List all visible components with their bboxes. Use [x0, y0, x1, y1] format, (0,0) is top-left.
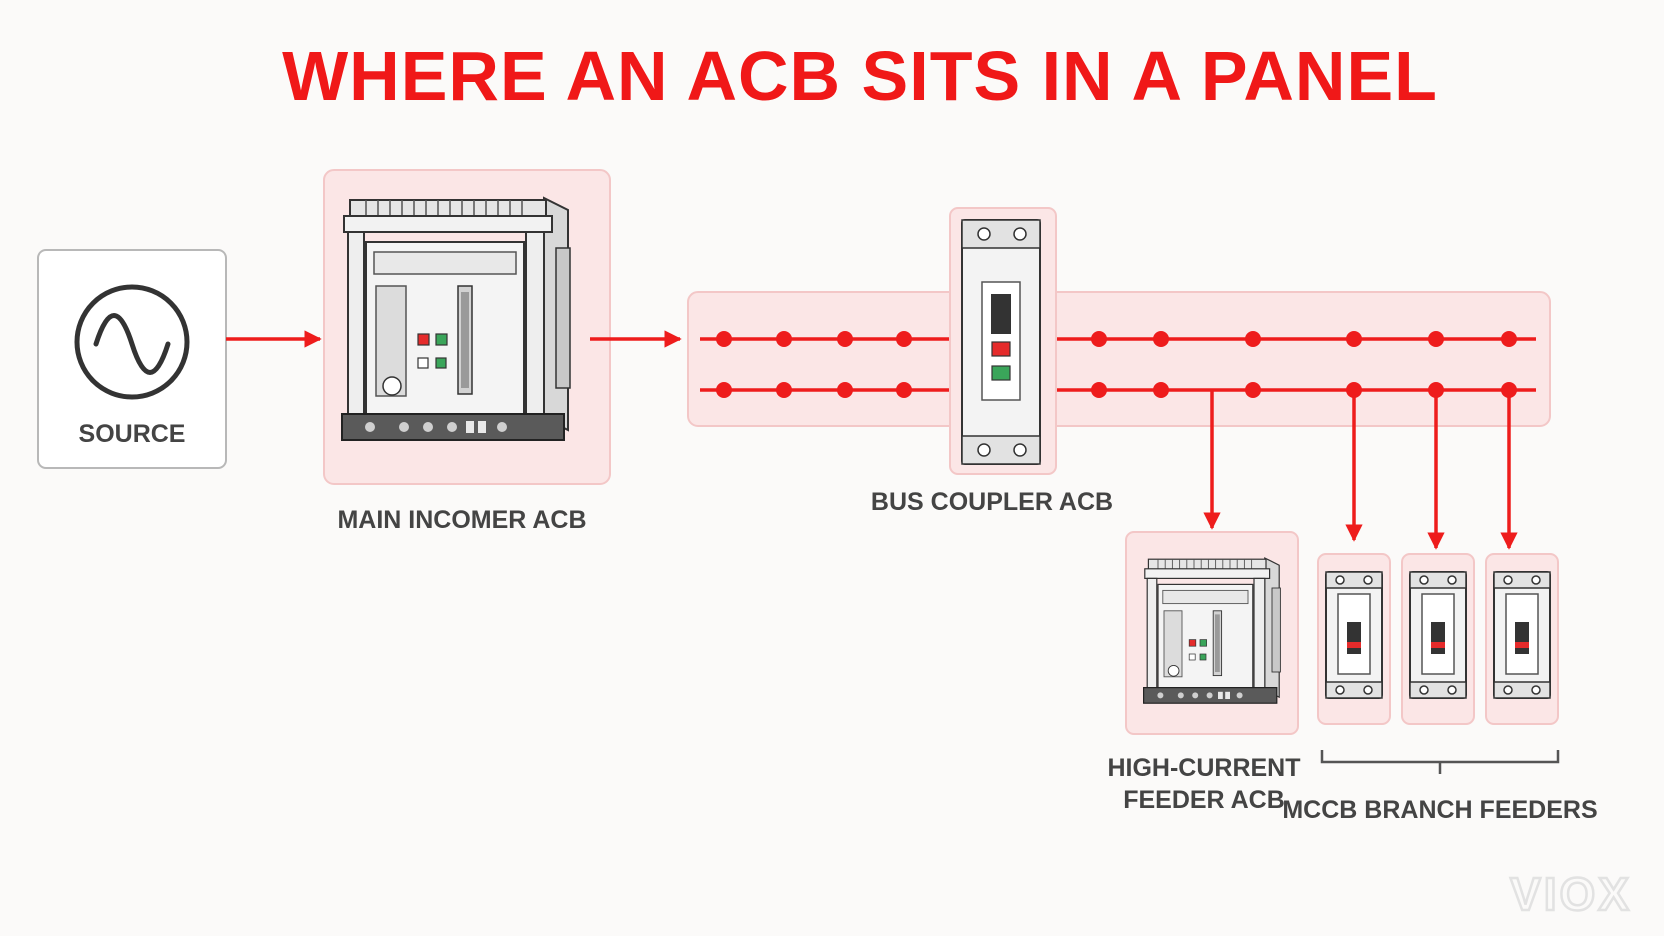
feeder-drops	[1203, 390, 1518, 550]
mccb-icon	[1325, 571, 1383, 699]
high-current-label-line1: HIGH-CURRENT	[1107, 754, 1300, 782]
mccb-icon	[1409, 571, 1467, 699]
bus-coupler-breaker-icon	[961, 219, 1041, 465]
ac-source-icon	[74, 284, 190, 400]
mccb-branch-label: MCCB BRANCH FEEDERS	[1282, 796, 1597, 824]
source-label: SOURCE	[79, 420, 186, 448]
bus-coupler-label: BUS COUPLER ACB	[871, 488, 1113, 516]
main-incomer-acb: MAIN INCOMER ACB	[323, 169, 611, 534]
source-block: SOURCE	[37, 249, 227, 469]
mccb-bracket	[1320, 750, 1560, 774]
page-title: WHERE AN ACB SITS IN A PANEL	[282, 37, 1438, 115]
high-current-label-line2: FEEDER ACB	[1123, 786, 1285, 814]
busbar-section	[687, 291, 1551, 427]
main-incomer-label: MAIN INCOMER ACB	[337, 506, 586, 534]
mccb-icon	[1493, 571, 1551, 699]
mccb-branch-feeders: MCCB BRANCH FEEDERS	[1282, 553, 1598, 824]
bus-coupler-acb: BUS COUPLER ACB	[871, 207, 1113, 516]
high-current-feeder-acb: HIGH-CURRENT FEEDER ACB	[1107, 531, 1301, 814]
watermark-logo: VIOX	[1510, 868, 1632, 920]
